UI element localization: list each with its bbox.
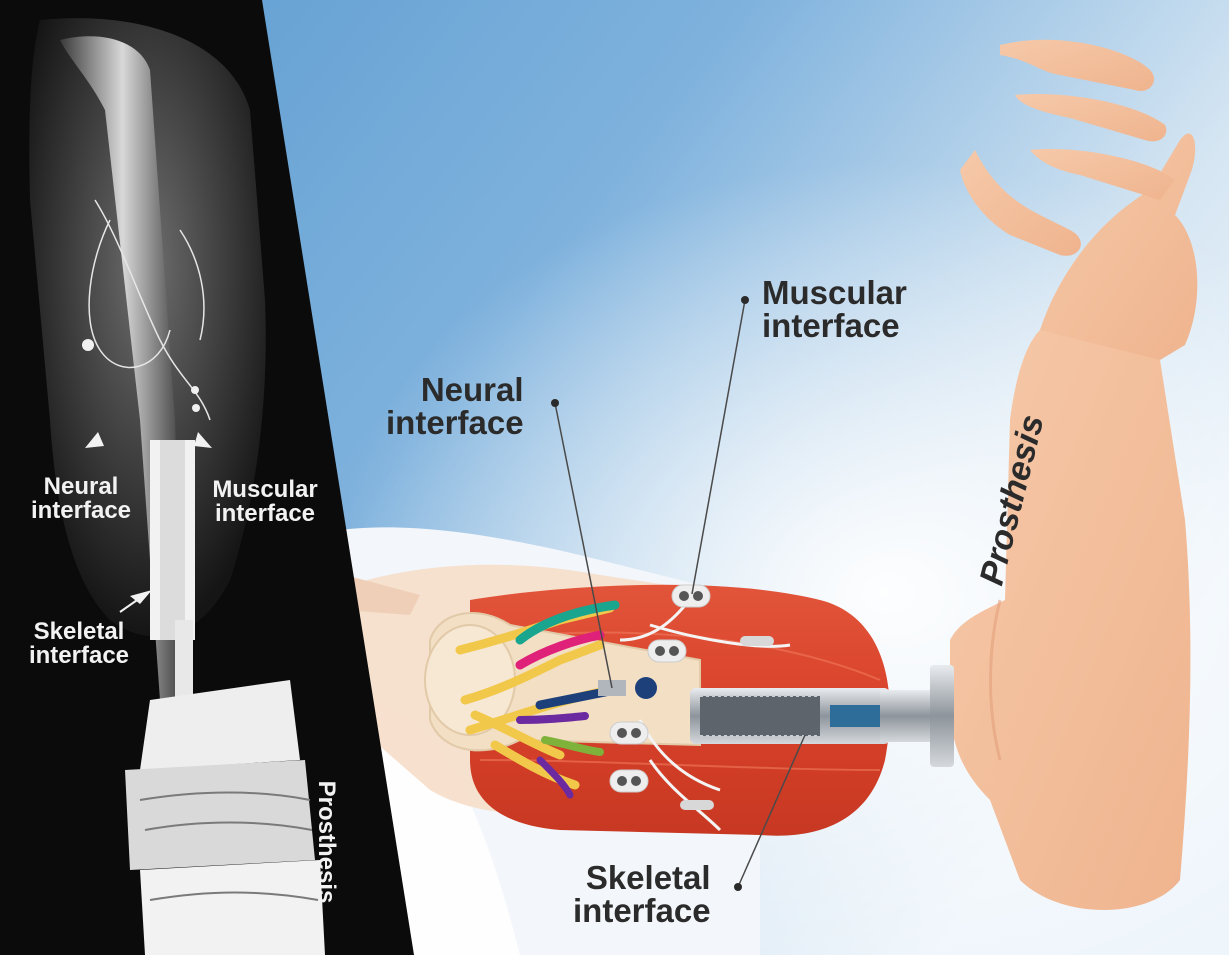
xray-muscular-line2: interface [200, 502, 330, 526]
xray-skeletal-line2: interface [14, 644, 144, 668]
skeletal-interface-label: Skeletal interface [573, 861, 711, 927]
xray-prosthesis-text: Prosthesis [314, 781, 338, 904]
neural-label-line1: Neural [386, 373, 524, 406]
skeletal-label-line2: interface [573, 894, 711, 927]
xray-muscular-label: Muscular interface [200, 478, 330, 526]
xray-skeletal-label: Skeletal interface [14, 620, 144, 668]
neural-interface-label: Neural interface [386, 373, 524, 439]
muscular-label-line1: Muscular [762, 276, 907, 309]
xray-skeletal-line1: Skeletal [14, 620, 144, 644]
skeletal-label-line1: Skeletal [573, 861, 711, 894]
xray-neural-line1: Neural [26, 475, 136, 499]
muscular-interface-label: Muscular interface [762, 276, 907, 342]
xray-neural-line2: interface [26, 499, 136, 523]
neural-label-line2: interface [386, 406, 524, 439]
muscular-label-line2: interface [762, 309, 907, 342]
xray-neural-label: Neural interface [26, 475, 136, 523]
xray-muscular-line1: Muscular [200, 478, 330, 502]
